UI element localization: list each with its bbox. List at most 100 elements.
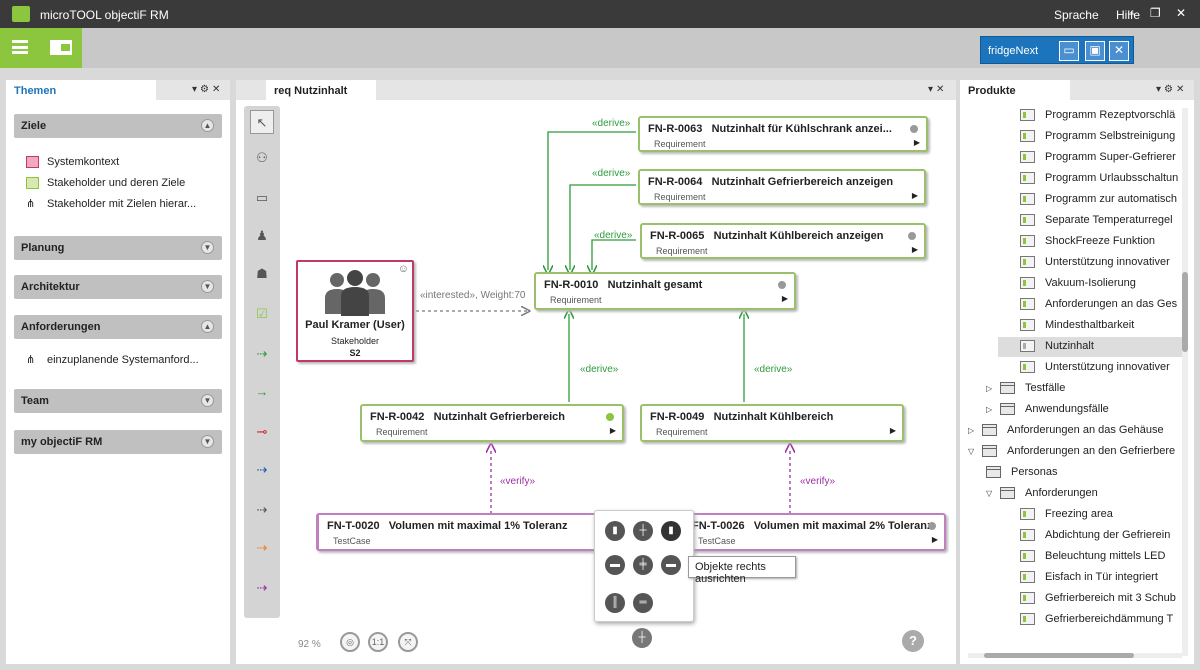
derive-edge[interactable] (592, 239, 636, 270)
group-team[interactable]: Team ▼ (14, 389, 222, 413)
expand-arrow-icon[interactable]: ▶ (889, 426, 896, 435)
tree-item[interactable]: Nutzinhalt (998, 337, 1182, 357)
chevron-down-icon[interactable]: ▼ (201, 435, 214, 448)
zoom-reset-button[interactable]: 1:1 (368, 632, 388, 652)
group-anforderungen[interactable]: Anforderungen ▲ (14, 315, 222, 339)
tree-item[interactable]: Vakuum-Isolierung (1020, 274, 1136, 294)
expand-toggle-icon[interactable]: ▷ (968, 426, 975, 435)
expand-arrow-icon[interactable]: ▶ (609, 426, 616, 435)
requirement-node[interactable]: FN-R-0063 Nutzinhalt für Kühlschrank anz… (638, 116, 928, 152)
group-ziele[interactable]: Ziele ▲ (14, 114, 222, 138)
actor-system-icon[interactable]: ⚇ (256, 150, 268, 165)
tree-item[interactable]: Gefrierbereich mit 3 Schub (1020, 589, 1176, 609)
tree-item[interactable]: Unterstützung innovativer (1020, 358, 1170, 378)
checklist-icon[interactable]: ☑ (256, 306, 268, 321)
tree-item[interactable]: Separate Temperaturregel (1020, 211, 1173, 231)
scrollbar-thumb[interactable] (1182, 272, 1188, 352)
tab-produkte[interactable]: Produkte (960, 80, 1070, 100)
window-controls[interactable]: ‒ ❐ ✕ (1127, 6, 1192, 20)
distribute-vertical-icon[interactable]: ═ (633, 593, 653, 613)
group-planung[interactable]: Planung ▼ (14, 236, 222, 260)
tree-item[interactable]: Unterstützung innovativer (1020, 253, 1170, 273)
expand-arrow-icon[interactable]: ▶ (911, 245, 918, 254)
align-left-icon[interactable]: ▮ (605, 521, 625, 541)
gray-arrow-icon[interactable]: ⇢ (256, 502, 268, 517)
diagram-canvas[interactable]: «derive» «derive» «derive» «derive» «der… (236, 100, 956, 664)
red-link-icon[interactable]: ⊸ (256, 424, 268, 439)
zoom-target-icon[interactable]: ◎ (340, 632, 360, 652)
tree-item[interactable]: Personas (986, 463, 1057, 483)
zoom-level[interactable]: 92 % (298, 639, 321, 650)
align-right-icon[interactable]: ▮ (661, 521, 681, 541)
tree-item[interactable]: ShockFreeze Funktion (1020, 232, 1155, 252)
tree-item[interactable]: Programm Urlaubsschaltun (1020, 169, 1178, 189)
expand-toggle-icon[interactable]: ▷ (986, 405, 993, 414)
tree-item[interactable]: Anforderungen an das Ges (1020, 295, 1177, 315)
tree-item[interactable]: Mindesthaltbarkeit (1020, 316, 1134, 336)
tree-item[interactable]: ▽Anforderungen an den Gefrierbere (968, 442, 1175, 462)
help-button[interactable]: ? (902, 630, 924, 652)
person-icon[interactable]: ♟ (256, 228, 268, 243)
panel-controls-icon[interactable]: ▾✕ (928, 84, 948, 95)
tree-item[interactable]: Programm Selbstreinigung (1020, 127, 1175, 147)
tree-item[interactable]: Beleuchtung mittels LED (1020, 547, 1165, 567)
derive-arrow-icon[interactable]: ⇢ (256, 346, 268, 361)
tree-item[interactable]: Gefrierbereichdämmung T (1020, 610, 1173, 630)
expand-arrow-icon[interactable]: ▶ (781, 294, 788, 303)
tree-item[interactable]: Programm zur automatisch (1020, 190, 1177, 210)
panel-controls-icon[interactable]: ▾⚙✕ (1156, 84, 1188, 95)
tree-item[interactable]: ▷Testfälle (986, 379, 1065, 399)
tab-themen[interactable]: Themen (6, 80, 156, 100)
window-icon[interactable]: ▣ (1085, 41, 1105, 61)
expand-toggle-icon[interactable]: ▷ (986, 384, 993, 393)
chevron-up-icon[interactable]: ▲ (201, 119, 214, 132)
tree-item[interactable]: Eisfach in Tür integriert (1020, 568, 1158, 588)
chevron-down-icon[interactable]: ▼ (201, 241, 214, 254)
tree-item[interactable]: Programm Super-Gefrierer (1020, 148, 1176, 168)
requirement-node[interactable]: FN-R-0065 Nutzinhalt Kühlbereich anzeige… (640, 223, 926, 259)
card-icon[interactable]: ▭ (255, 190, 269, 205)
tree-item[interactable]: ▷Anwendungsfälle (986, 400, 1109, 420)
green-arrow-icon[interactable]: → (255, 384, 269, 399)
expand-arrow-icon[interactable]: ▶ (913, 138, 920, 147)
vertical-scrollbar[interactable] (1182, 108, 1188, 656)
chevron-down-icon[interactable]: ▼ (201, 394, 214, 407)
group-my-objectif-rm[interactable]: my objectiF RM ▼ (14, 430, 222, 454)
blue-arrow-icon[interactable]: ⇢ (256, 462, 268, 477)
tree-item[interactable]: ▽Anforderungen (986, 484, 1098, 504)
derive-edge[interactable] (548, 131, 636, 270)
monitor-icon[interactable]: ▭ (1059, 41, 1079, 61)
align-top-icon[interactable]: ▬ (605, 555, 625, 575)
hamburger-menu-icon[interactable] (12, 40, 28, 54)
list-item[interactable]: ⋔einzuplanende Systemanford... (26, 352, 199, 368)
list-item[interactable]: Stakeholder und deren Ziele (26, 175, 185, 191)
language-menu[interactable]: Sprache (1053, 8, 1099, 22)
select-pointer-icon[interactable]: ↖ (250, 110, 274, 134)
testcase-node[interactable]: FN-T-0020 Volumen mit maximal 1% Toleran… (316, 513, 606, 551)
expand-toggle-icon[interactable]: ▽ (986, 489, 993, 498)
stakeholder-node[interactable]: ☺ Paul Kramer (User) Stakeholder S2 (296, 260, 414, 362)
requirement-node[interactable]: FN-R-0049 Nutzinhalt Kühlbereich Require… (640, 404, 904, 442)
align-middle-icon[interactable]: ╪ (633, 555, 653, 575)
group-icon[interactable]: ☗ (256, 266, 268, 281)
tree-item[interactable]: Abdichtung der Gefrierein (1020, 526, 1170, 546)
requirement-node[interactable]: FN-R-0064 Nutzinhalt Gefrierbereich anze… (638, 169, 926, 205)
alignment-toggle-icon[interactable]: ┼ (632, 628, 652, 648)
distribute-horizontal-icon[interactable]: ║ (605, 593, 625, 613)
align-bottom-icon[interactable]: ▬ (661, 555, 681, 575)
group-architektur[interactable]: Architektur ▼ (14, 275, 222, 299)
purple-arrow-icon[interactable]: ⇢ (256, 580, 268, 595)
tree-item[interactable]: Programm Rezeptvorschlä (1020, 106, 1175, 126)
tree-item[interactable]: Freezing area (1020, 505, 1113, 525)
expand-arrow-icon[interactable]: ▶ (911, 191, 918, 200)
panel-layout-icon[interactable] (50, 40, 72, 55)
project-selector[interactable]: fridgeNext ▭ ▣ ✕ (980, 36, 1134, 64)
expand-arrow-icon[interactable]: ▶ (931, 535, 938, 544)
list-item[interactable]: Systemkontext (26, 154, 119, 170)
horizontal-scrollbar[interactable] (968, 653, 1182, 658)
chevron-down-icon[interactable]: ▼ (201, 280, 214, 293)
help-menu[interactable]: Hilfe (1115, 8, 1140, 22)
orange-arrow-icon[interactable]: ⇢ (256, 540, 268, 555)
list-item[interactable]: ⋔Stakeholder mit Zielen hierar... (26, 196, 196, 212)
expand-toggle-icon[interactable]: ▽ (968, 447, 975, 456)
